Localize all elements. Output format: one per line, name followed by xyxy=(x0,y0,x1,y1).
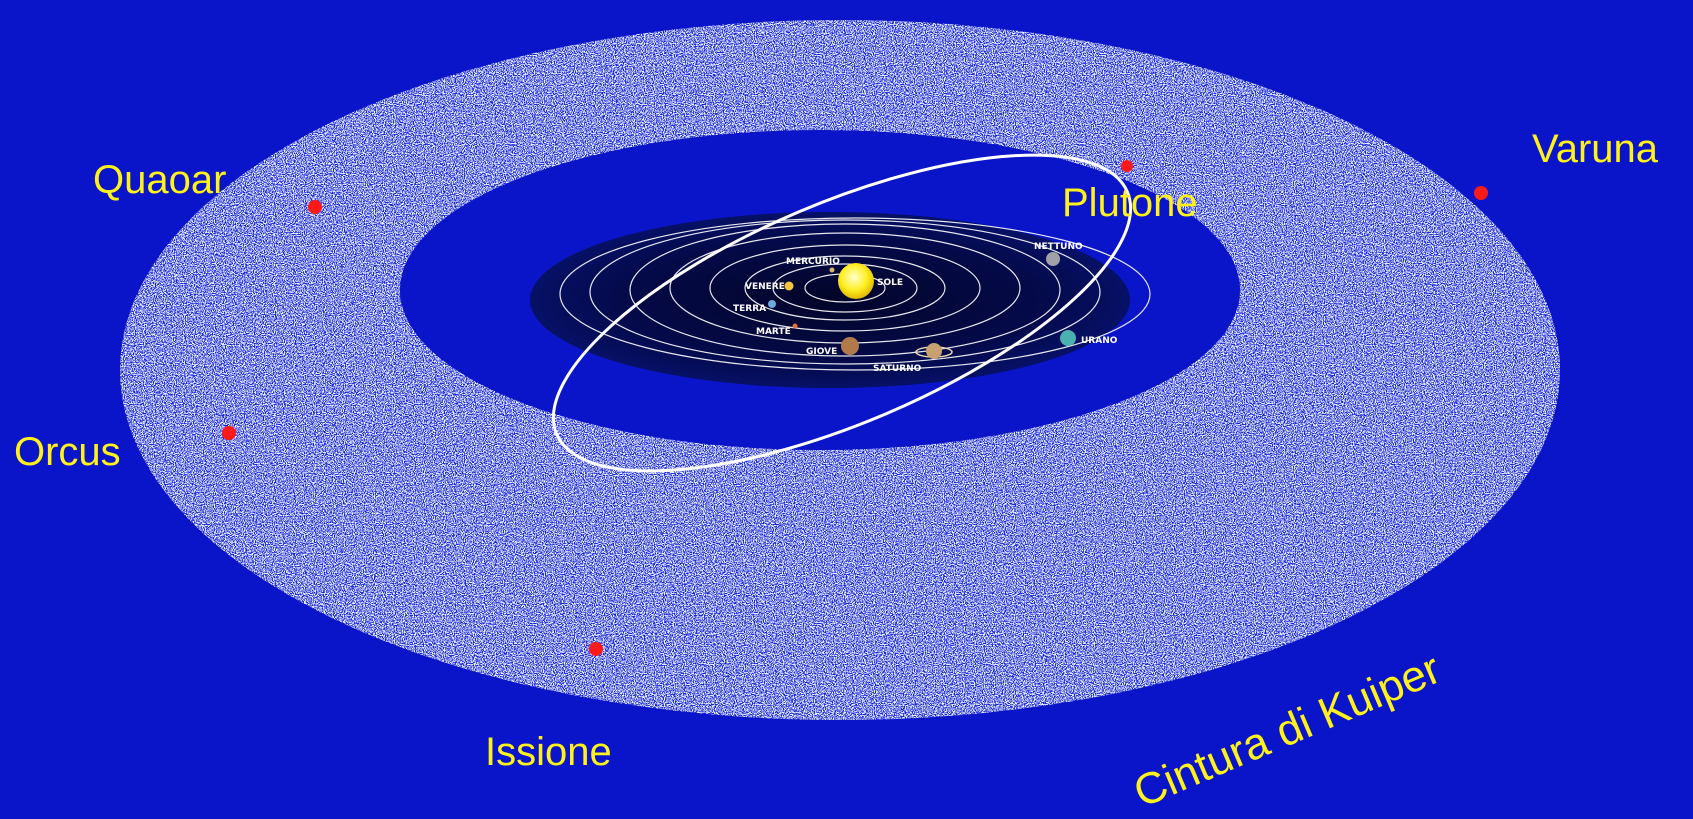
planet-marte-icon xyxy=(792,323,798,329)
planet-mercurio-icon xyxy=(829,267,835,273)
planet-urano-icon xyxy=(1060,330,1076,346)
orbit-urano xyxy=(589,219,1101,365)
planet-label-giove: GIOVE xyxy=(806,347,837,357)
orbit-nettuno xyxy=(559,217,1151,371)
orbit-plutone xyxy=(551,153,1133,473)
marker-varuna xyxy=(1474,186,1488,200)
planet-saturno-icon xyxy=(926,343,942,359)
marker-issione xyxy=(589,642,603,656)
orbit-saturno xyxy=(629,223,1061,357)
planet-venere-icon xyxy=(784,281,794,291)
sun-label: SOLE xyxy=(877,278,903,288)
planets: MERCURIO VENERE TERRA MARTE GIOVE SATURN… xyxy=(733,242,1118,374)
planet-label-venere: VENERE xyxy=(745,282,785,292)
planet-label-marte: MARTE xyxy=(756,327,791,337)
marker-orcus xyxy=(222,426,236,440)
orbit-terra xyxy=(744,255,946,321)
marker-plutone xyxy=(1121,160,1133,172)
planet-giove-icon xyxy=(841,337,859,355)
planet-label-saturno: SATURNO xyxy=(873,364,922,374)
planet-terra-icon xyxy=(768,300,776,308)
planet-nettuno-icon xyxy=(1046,252,1060,266)
label-plutone: Plutone xyxy=(1062,181,1198,225)
orbit-venere xyxy=(772,263,918,313)
inner-solar-system-disc xyxy=(530,212,1130,388)
marker-quaoar xyxy=(308,200,322,214)
orbit-marte xyxy=(709,244,981,332)
label-issione: Issione xyxy=(485,730,612,774)
planet-label-terra: TERRA xyxy=(733,304,766,314)
kuiper-object-markers xyxy=(222,160,1488,656)
planet-label-nettuno: NETTUNO xyxy=(1034,242,1083,252)
label-quaoar: Quaoar xyxy=(93,158,226,202)
label-varuna: Varuna xyxy=(1532,127,1659,171)
planet-label-urano: URANO xyxy=(1081,336,1118,346)
sun-icon xyxy=(838,263,874,299)
label-orcus: Orcus xyxy=(14,430,121,474)
planet-label-mercurio: MERCURIO xyxy=(786,257,840,267)
